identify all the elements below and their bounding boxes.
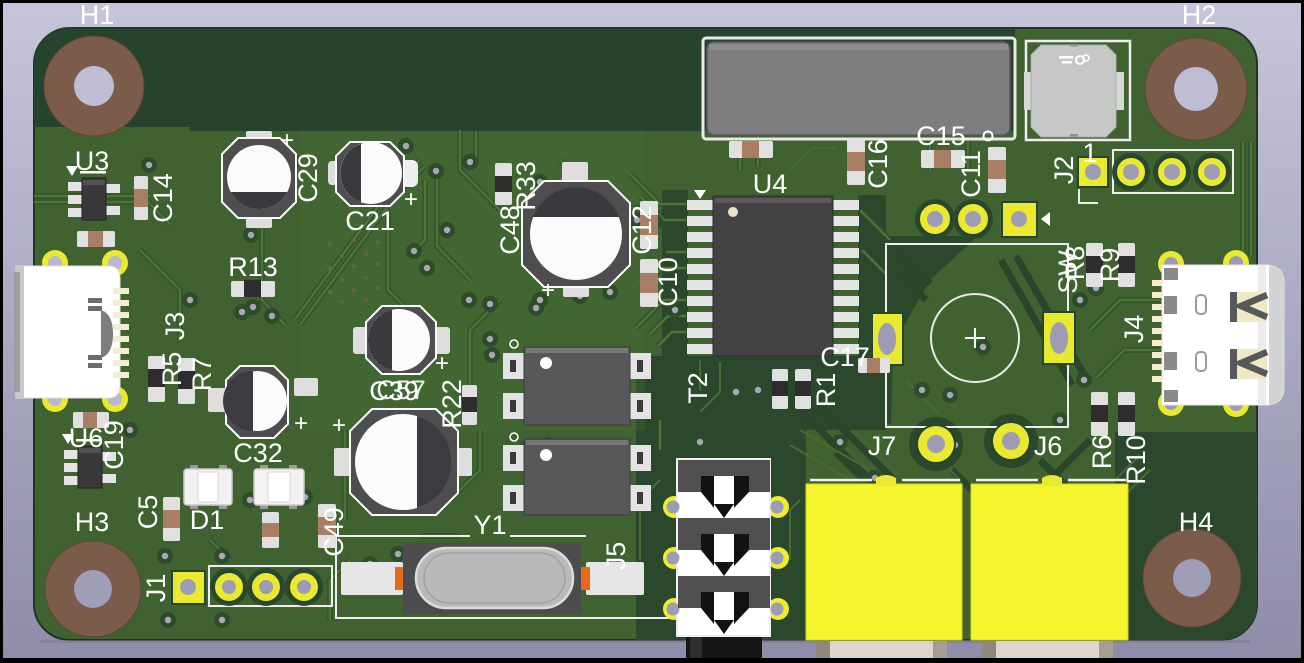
svg-text:H1: H1 — [80, 0, 115, 30]
svg-text:R1: R1 — [811, 373, 841, 408]
svg-text:C48: C48 — [495, 205, 525, 255]
svg-text:+: + — [435, 350, 449, 377]
svg-text:C32: C32 — [233, 438, 283, 468]
svg-text:J2: J2 — [1049, 156, 1079, 185]
svg-text:J1: J1 — [141, 574, 171, 603]
svg-text:U4: U4 — [753, 169, 788, 199]
svg-text:C57: C57 — [376, 375, 426, 405]
svg-text:+: + — [294, 410, 308, 437]
svg-text:C29: C29 — [293, 153, 323, 203]
svg-text:R33: R33 — [511, 161, 541, 211]
svg-text:H3: H3 — [75, 507, 110, 537]
svg-text:J5: J5 — [601, 542, 631, 571]
svg-text:J3: J3 — [160, 312, 190, 341]
svg-text:1: 1 — [1082, 138, 1097, 168]
svg-text:R5: R5 — [157, 352, 187, 387]
svg-text:J4: J4 — [1119, 315, 1149, 344]
svg-text:+: + — [404, 186, 418, 213]
svg-text:C15: C15 — [916, 121, 966, 151]
svg-text:C14: C14 — [148, 173, 178, 223]
svg-text:R6: R6 — [1087, 435, 1117, 470]
svg-text:R7: R7 — [187, 357, 217, 392]
svg-text:+: + — [332, 412, 346, 439]
svg-text:D1: D1 — [190, 505, 225, 535]
svg-text:J6: J6 — [1034, 431, 1063, 461]
svg-text:T2: T2 — [683, 372, 713, 404]
svg-text:R13: R13 — [228, 252, 278, 282]
svg-text:C10: C10 — [653, 257, 683, 307]
svg-text:U6: U6 — [69, 423, 104, 453]
svg-text:R10: R10 — [1121, 435, 1151, 485]
svg-text:+: + — [280, 127, 294, 154]
svg-text:H4: H4 — [1179, 507, 1214, 537]
svg-text:C39: C39 — [369, 376, 419, 406]
svg-text:U3: U3 — [75, 146, 110, 176]
svg-text:C5: C5 — [133, 495, 163, 530]
svg-text:C16: C16 — [863, 139, 893, 189]
svg-text:C17: C17 — [820, 342, 870, 372]
svg-text:SW: SW — [1053, 250, 1083, 294]
svg-text:J7: J7 — [868, 431, 897, 461]
svg-text:C12: C12 — [627, 205, 657, 255]
svg-text:C49: C49 — [319, 507, 349, 557]
svg-text:R22: R22 — [437, 379, 467, 429]
svg-text:C11: C11 — [956, 150, 986, 198]
svg-text:Y1: Y1 — [473, 510, 506, 540]
svg-text:+: + — [541, 277, 555, 304]
svg-text:H2: H2 — [1182, 0, 1217, 30]
svg-text:R9: R9 — [1095, 248, 1125, 283]
svg-text:R8: R8 — [1060, 246, 1090, 281]
svg-text:C21: C21 — [345, 206, 395, 236]
svg-text:C19: C19 — [99, 420, 129, 470]
